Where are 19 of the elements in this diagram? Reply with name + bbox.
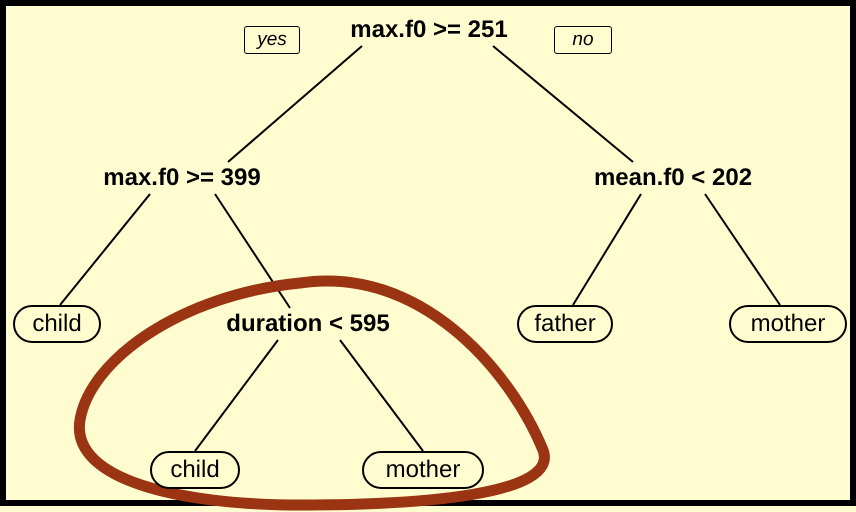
- split-condition: duration < 595: [201, 308, 415, 340]
- split-condition: max.f0 >= 399: [77, 162, 287, 194]
- branch-tag: yes: [244, 26, 300, 54]
- split-condition: max.f0 >= 251: [324, 14, 534, 46]
- leaf-node: child: [150, 451, 240, 489]
- split-condition: mean.f0 < 202: [568, 162, 778, 194]
- leaf-node: mother: [729, 305, 847, 343]
- tree-branch-line: [704, 193, 781, 306]
- tree-branch-line: [492, 45, 634, 163]
- tree-branch-line: [214, 193, 291, 309]
- branch-tag: no: [554, 26, 612, 54]
- tree-branch-line: [339, 339, 424, 452]
- tree-branch-line: [194, 339, 279, 452]
- leaf-node: child: [13, 305, 101, 343]
- leaf-node: mother: [362, 451, 484, 489]
- tree-branch-line: [572, 193, 642, 306]
- leaf-node: father: [517, 305, 613, 343]
- tree-branch-line: [59, 193, 151, 306]
- tree-branch-line: [227, 45, 363, 163]
